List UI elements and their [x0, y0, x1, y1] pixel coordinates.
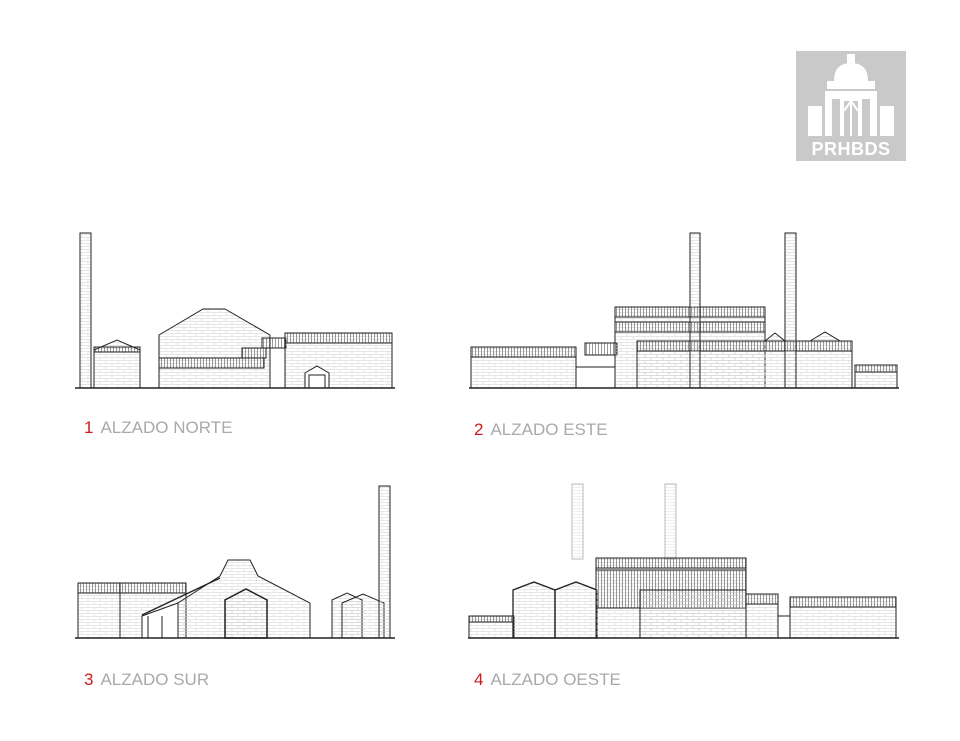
elevation-drawing-west: [465, 478, 899, 653]
elevation-number: 1: [84, 418, 94, 437]
elevation-label: ALZADO OESTE: [490, 670, 621, 689]
elevation-drawing-east: [465, 225, 899, 400]
elevation-number: 4: [474, 670, 484, 689]
building-dome-icon: [808, 54, 894, 136]
elevation-label: ALZADO NORTE: [100, 418, 233, 437]
elevation-caption-east: 2 ALZADO ESTE: [474, 420, 608, 440]
elevation-caption-south: 3 ALZADO SUR: [84, 670, 209, 690]
elevation-caption-north: 1 ALZADO NORTE: [84, 418, 232, 438]
elevation-drawing-north: [70, 225, 400, 400]
elevation-number: 2: [474, 420, 484, 439]
logo-text: PRHBDS: [811, 139, 891, 159]
elevation-label: ALZADO ESTE: [490, 420, 608, 439]
elevation-caption-west: 4 ALZADO OESTE: [474, 670, 621, 690]
elevation-drawing-south: [70, 478, 400, 653]
elevation-label: ALZADO SUR: [100, 670, 210, 689]
elevation-number: 3: [84, 670, 94, 689]
prhbds-logo: PRHBDS: [796, 51, 906, 161]
